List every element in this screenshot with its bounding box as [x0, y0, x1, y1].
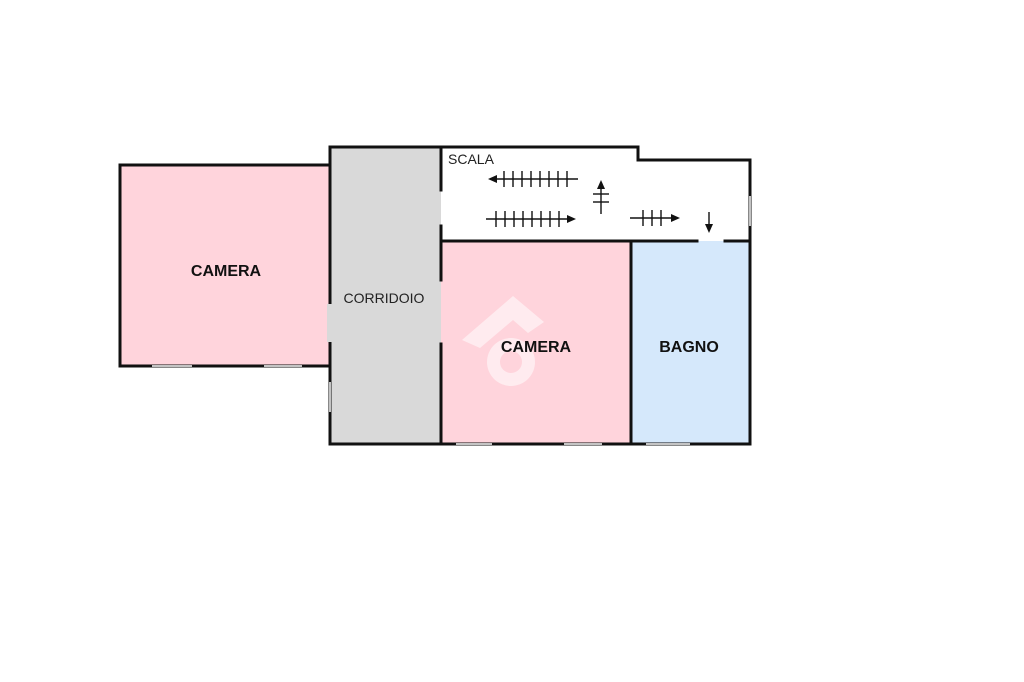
walls — [118, 145, 752, 446]
door-corridor-camera-left — [327, 304, 333, 342]
room-corridoio — [330, 147, 441, 444]
label-camera-center: CAMERA — [501, 339, 572, 356]
windows — [152, 196, 751, 445]
wall-camera-left — [118, 163, 332, 368]
label-camera-left: CAMERA — [191, 263, 262, 280]
room-bagno — [631, 241, 750, 444]
wall-outer-top — [328, 145, 752, 446]
stair-direction-arrows-icon — [486, 171, 713, 233]
label-corridoio: CORRIDOIO — [344, 290, 425, 306]
label-scala: SCALA — [448, 151, 495, 167]
room-camera-left — [120, 165, 330, 366]
label-bagno: BAGNO — [659, 339, 719, 356]
house-logo-watermark-icon — [462, 296, 544, 386]
